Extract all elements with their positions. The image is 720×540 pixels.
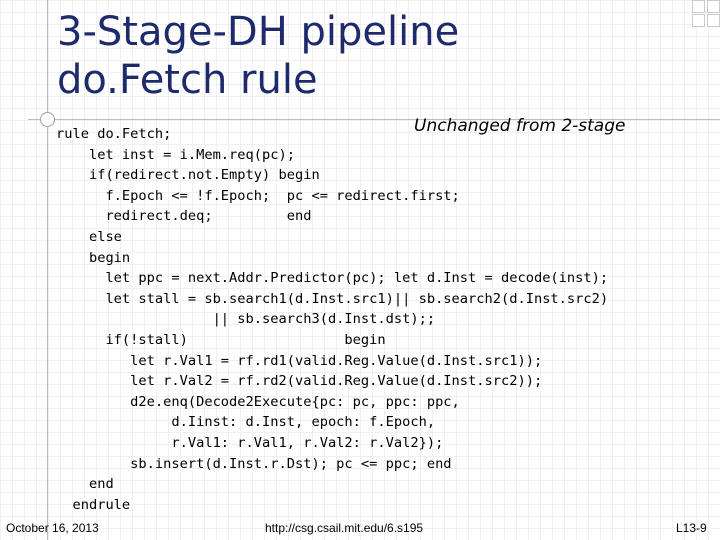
code-line: rule do.Fetch; [56, 126, 172, 142]
code-line: let inst = i.Mem.req(pc); [56, 146, 295, 163]
slide-title-line: 3-Stage-DH pipeline [57, 9, 460, 55]
corner-square-ornament [707, 14, 720, 27]
code-line: begin [56, 249, 131, 266]
corner-square-ornament [707, 0, 720, 13]
corner-square-ornament [692, 14, 705, 27]
slide-title: 3-Stage-DH pipeline do.Fetch rule [57, 8, 459, 104]
code-line: end [56, 476, 114, 493]
code-line: if(!stall) begin [56, 331, 386, 348]
rule-circle-ornament [40, 112, 55, 127]
vertical-rule [47, 0, 48, 540]
code-line: endrule [56, 496, 131, 513]
footer-url[interactable]: http://csg.csail.mit.edu/6.s195 [265, 521, 424, 535]
horizontal-rule [28, 119, 720, 120]
code-line: r.Val1: r.Val1, r.Val2: r.Val2}); [56, 434, 444, 451]
footer-date: October 16, 2013 [6, 521, 99, 535]
code-line: d2e.enq(Decode2Execute{pc: pc, ppc: ppc, [56, 393, 460, 410]
corner-square-ornament [692, 0, 705, 13]
code-line: let r.Val1 = rf.rd1(valid.Reg.Value(d.In… [56, 352, 543, 369]
code-line: let stall = sb.search1(d.Inst.src1)|| sb… [56, 290, 609, 307]
code-line: if(redirect.not.Empty) begin [56, 167, 320, 184]
slide-title-line: do.Fetch rule [57, 57, 318, 103]
code-line: let ppc = next.Addr.Predictor(pc); let d… [56, 270, 609, 287]
code-line: let r.Val2 = rf.rd2(valid.Reg.Value(d.In… [56, 373, 543, 390]
code-line: else [56, 228, 122, 245]
code-line: sb.insert(d.Inst.r.Dst); pc <= ppc; end [56, 455, 452, 472]
code-block: rule do.Fetch; let inst = i.Mem.req(pc);… [56, 124, 608, 515]
code-line: redirect.deq; end [56, 208, 312, 225]
code-line: f.Epoch <= !f.Epoch; pc <= redirect.firs… [56, 187, 460, 204]
annotation-note: Unchanged from 2-stage [414, 116, 626, 136]
code-line: || sb.search3(d.Inst.dst);; [56, 311, 436, 328]
code-line: d.Iinst: d.Inst, epoch: f.Epoch, [56, 414, 436, 431]
footer-page-number: L13-9 [676, 521, 707, 535]
